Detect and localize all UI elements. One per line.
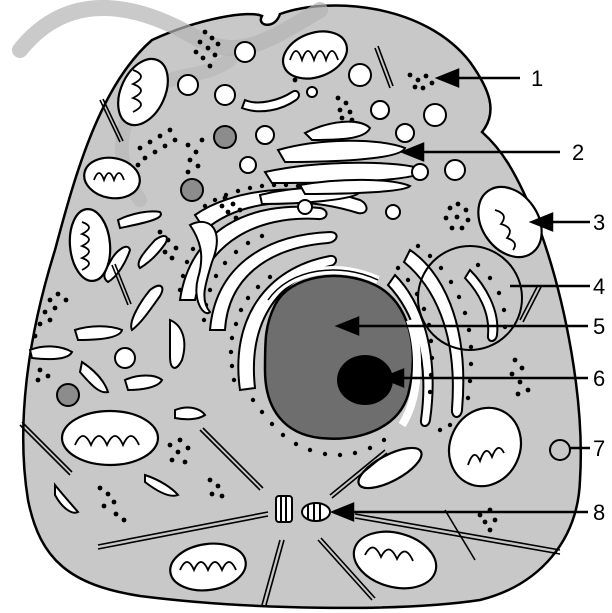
label-7: 7 [593, 436, 605, 461]
label-4: 4 [593, 274, 605, 299]
label-1: 1 [531, 66, 543, 91]
label-5: 5 [593, 314, 605, 339]
nucleolus [337, 355, 393, 405]
label-6: 6 [593, 366, 605, 391]
label-8: 8 [593, 500, 605, 525]
label-3: 3 [593, 210, 605, 235]
label-2: 2 [572, 140, 584, 165]
membrane-pore [550, 440, 570, 460]
